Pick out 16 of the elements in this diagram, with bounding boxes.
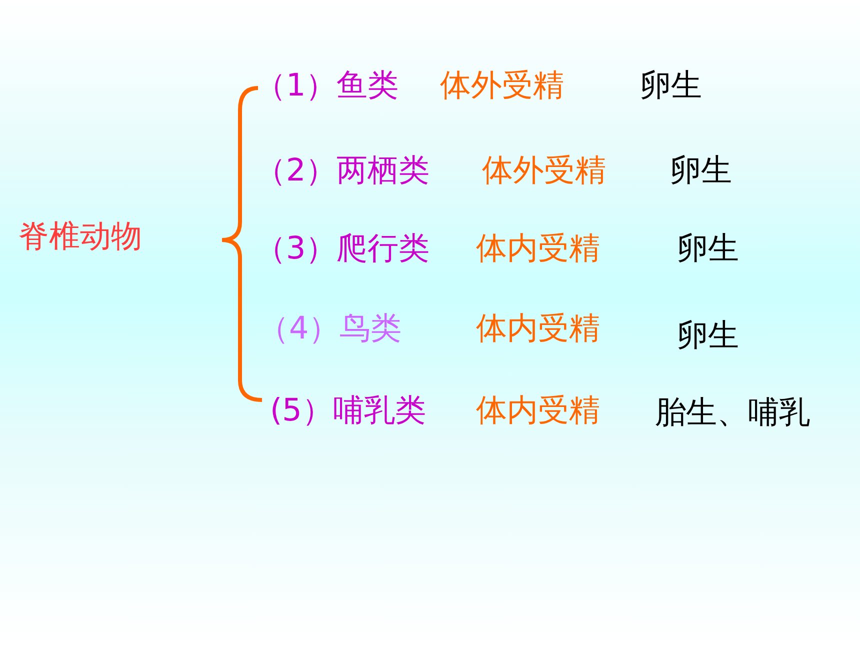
reproduction-text: 卵生: [670, 156, 732, 186]
fertilization-text: 体外受精: [440, 70, 564, 102]
class-name: （1）鱼类: [255, 70, 399, 102]
reproduction-text: 卵生: [677, 234, 739, 264]
class-name: （3）爬行类: [255, 234, 430, 264]
fertilization-text: 体内受精: [476, 314, 600, 344]
reproduction-text: 胎生、哺乳: [655, 398, 810, 428]
fertilization-text: 体外受精: [482, 156, 606, 186]
class-name: （4）鸟类: [258, 314, 402, 344]
class-name: (5）哺乳类: [270, 396, 426, 426]
class-name: （2）两栖类: [255, 156, 430, 186]
fertilization-text: 体内受精: [476, 234, 600, 264]
fertilization-text: 体内受精: [476, 396, 600, 426]
reproduction-text: 卵生: [677, 320, 739, 352]
reproduction-text: 卵生: [640, 70, 702, 102]
category-heading: 脊椎动物: [18, 222, 142, 252]
